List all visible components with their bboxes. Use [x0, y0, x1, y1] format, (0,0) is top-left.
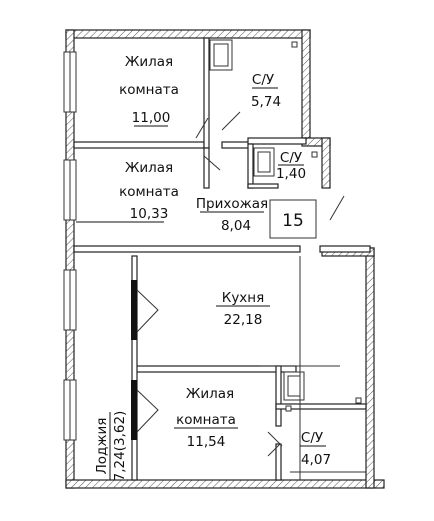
room-living1-name-2: комната [119, 82, 179, 98]
room-living1: Жилая комната 11,00 [119, 54, 179, 127]
room-bath2-name: С/У [280, 150, 302, 166]
room-kitchen: Кухня 22,18 [216, 290, 270, 328]
room-loggia-name: Лоджия [94, 418, 110, 475]
room-bath1-name: С/У [252, 72, 274, 88]
windows [63, 51, 77, 441]
interior-walls [73, 37, 371, 481]
shaft-label: 15 [282, 211, 304, 231]
room-bath3-area: 4,07 [301, 452, 331, 468]
loggia-doors [131, 280, 159, 440]
room-kitchen-name: Кухня [222, 290, 265, 306]
fixtures [209, 39, 366, 480]
room-living1-name: Жилая [125, 54, 173, 70]
room-living2-name-2: комната [119, 184, 179, 200]
room-bath1: С/У 5,74 [251, 72, 281, 110]
room-living3-name: Жилая [186, 386, 234, 402]
room-bath3-name: С/У [301, 430, 323, 446]
room-bath3: С/У 4,07 [300, 430, 331, 468]
room-hall-name: Прихожая [196, 196, 268, 212]
room-loggia-area: 7,24(3,62) [112, 411, 128, 482]
room-living2: Жилая комната 10,33 [76, 160, 179, 223]
room-hall-area: 8,04 [221, 218, 251, 234]
room-bath1-area: 5,74 [251, 94, 281, 110]
room-bath2: С/У 1,40 [276, 150, 306, 182]
room-living1-area: 11,00 [132, 110, 171, 126]
room-living3-area: 11,54 [187, 434, 226, 450]
room-living2-name: Жилая [125, 160, 173, 176]
room-loggia: Лоджия 7,24(3,62) [94, 411, 128, 482]
room-living3-name-2: комната [176, 412, 236, 428]
room-living2-area: 10,33 [130, 206, 169, 222]
room-kitchen-area: 22,18 [224, 312, 263, 328]
room-living3: Жилая комната 11,54 [174, 386, 238, 450]
room-hall: Прихожая 8,04 [196, 196, 268, 234]
door-swings [195, 111, 345, 457]
room-bath2-area: 1,40 [276, 166, 306, 182]
